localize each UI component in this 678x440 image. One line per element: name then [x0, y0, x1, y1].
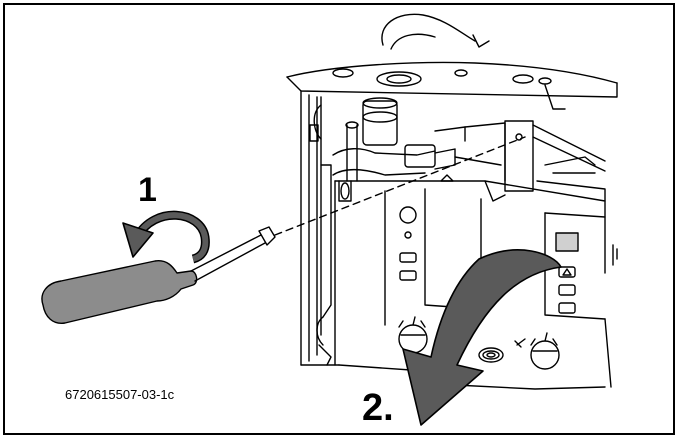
boiler-left-wall	[300, 90, 340, 366]
figure-code: 6720615507-03-1c	[65, 387, 175, 402]
step-2-label: 2.	[362, 387, 394, 429]
rotation-arrow-head	[122, 222, 154, 258]
up-arrow-icon	[562, 268, 572, 276]
screwdriver-tool	[41, 226, 276, 324]
diagram-frame: 1 2. 6720615507-03-1c	[3, 3, 675, 435]
step-1-label: 1	[138, 171, 157, 209]
screw	[258, 226, 276, 246]
screwdriver-handle	[41, 259, 198, 324]
alignment-line	[274, 136, 526, 236]
display-screen	[555, 232, 579, 252]
gas-valve-assembly	[332, 97, 606, 202]
boiler-top-panel	[286, 61, 618, 110]
screw-hole	[515, 133, 523, 141]
boiler-illustration	[41, 13, 618, 426]
hand-sketch	[381, 13, 490, 50]
downward-swing-arrow-icon	[402, 249, 562, 426]
